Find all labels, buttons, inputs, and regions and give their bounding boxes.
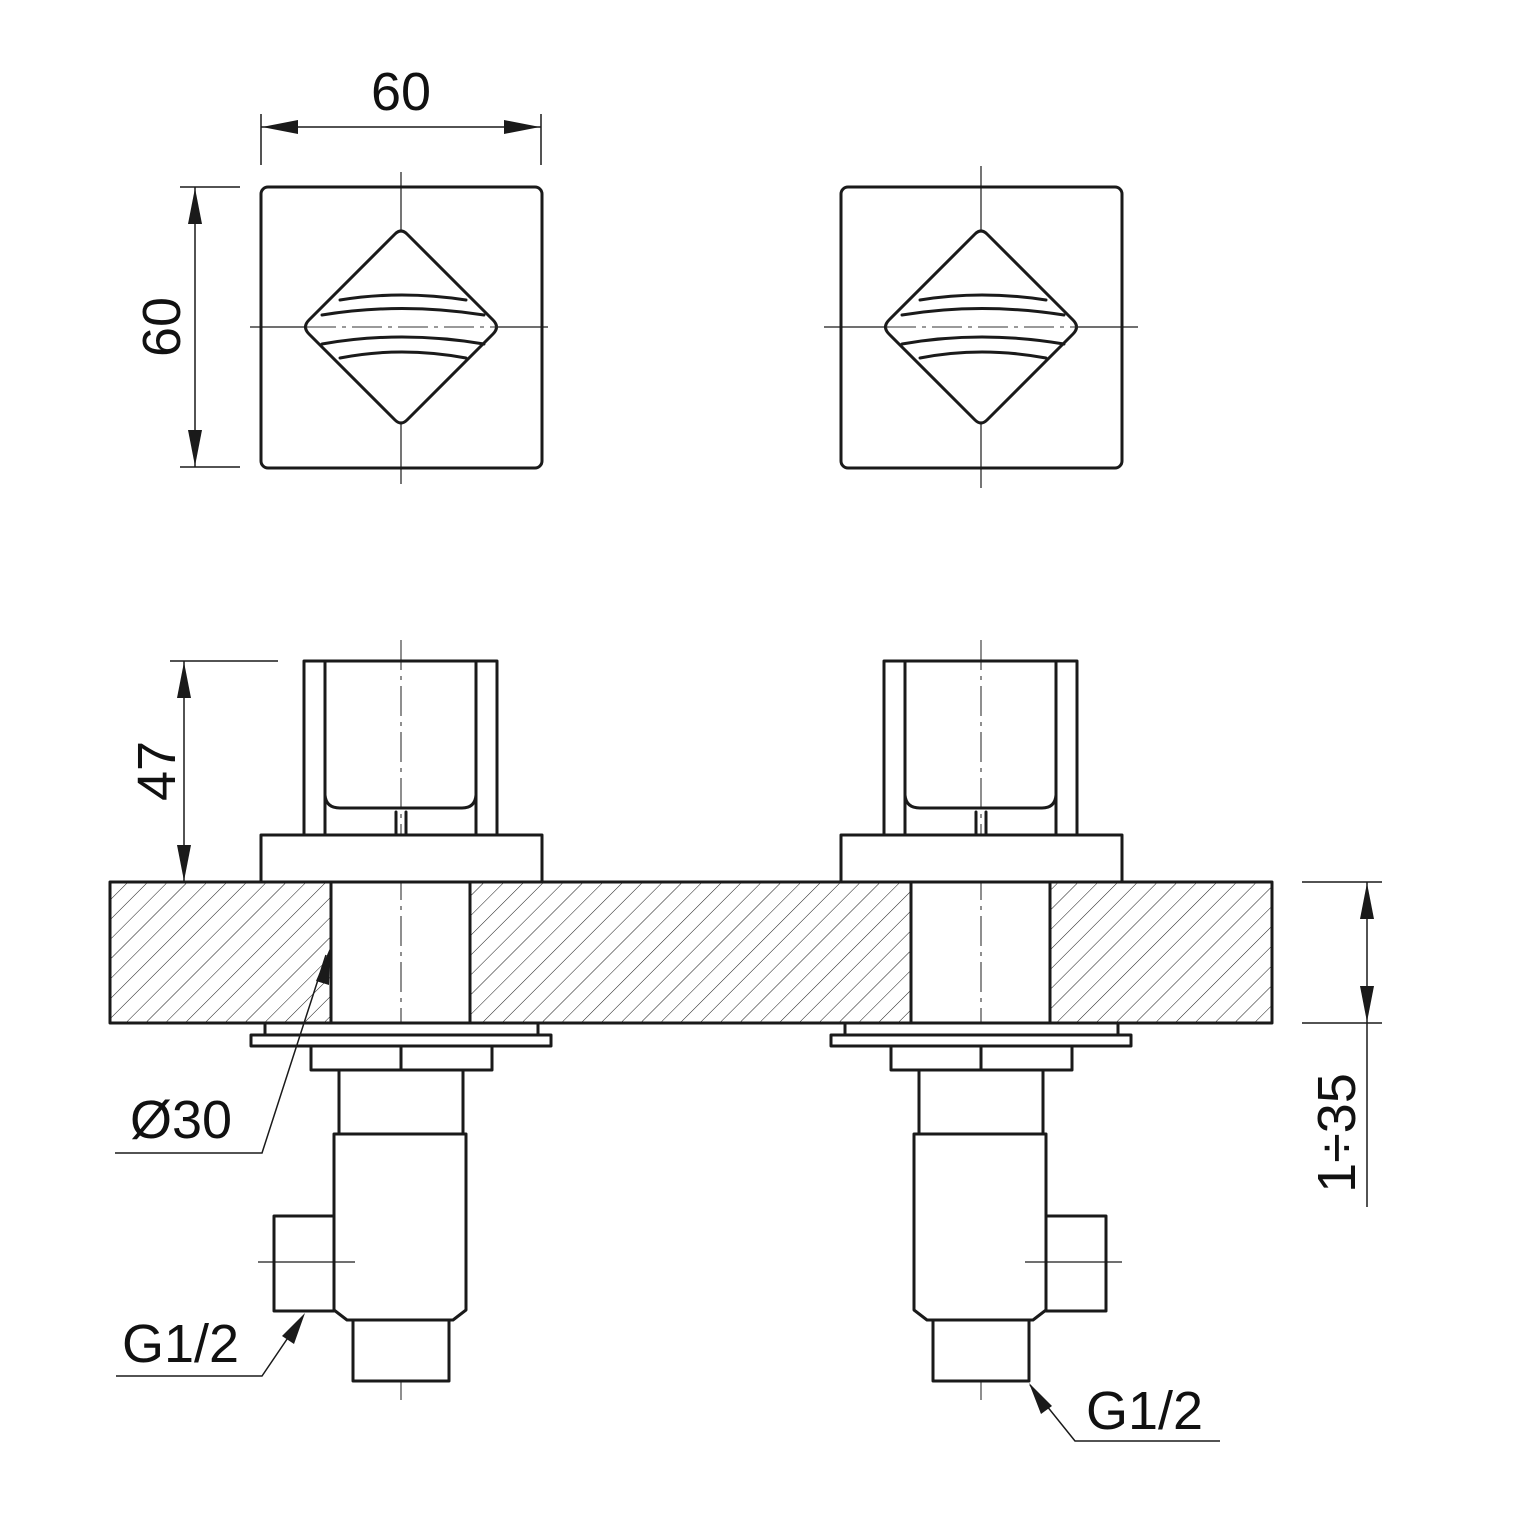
- right-connection-leader: G1/2: [1029, 1381, 1220, 1442]
- left-connection-label: G1/2: [122, 1314, 239, 1374]
- wall-thickness-dimension: 1÷35: [1302, 881, 1382, 1207]
- handle-right: [884, 229, 1078, 425]
- wall-section: [108, 880, 1274, 1025]
- valve-assembly-left: [249, 640, 553, 1400]
- projection-dimension: 47: [127, 660, 278, 882]
- left-connection-leader: G1/2: [116, 1313, 305, 1377]
- projection-label: 47: [127, 741, 187, 801]
- front-view: 60 60: [132, 62, 1138, 488]
- width-dimension: 60: [260, 62, 542, 165]
- front-plate-right: [824, 166, 1138, 488]
- height-label: 60: [132, 297, 192, 357]
- hole-diameter-leader: Ø30: [115, 948, 330, 1154]
- front-plate-left: [250, 172, 548, 484]
- height-dimension: 60: [132, 186, 240, 468]
- hole-diameter-label: Ø30: [130, 1090, 232, 1150]
- section-view: 47 1÷35 Ø30 G1/2 G1/2: [108, 640, 1382, 1442]
- wall-thickness-label: 1÷35: [1307, 1073, 1367, 1193]
- handle-left: [304, 229, 498, 425]
- valve-assembly-right: [829, 640, 1133, 1400]
- width-label: 60: [371, 62, 431, 122]
- right-connection-label: G1/2: [1086, 1381, 1203, 1441]
